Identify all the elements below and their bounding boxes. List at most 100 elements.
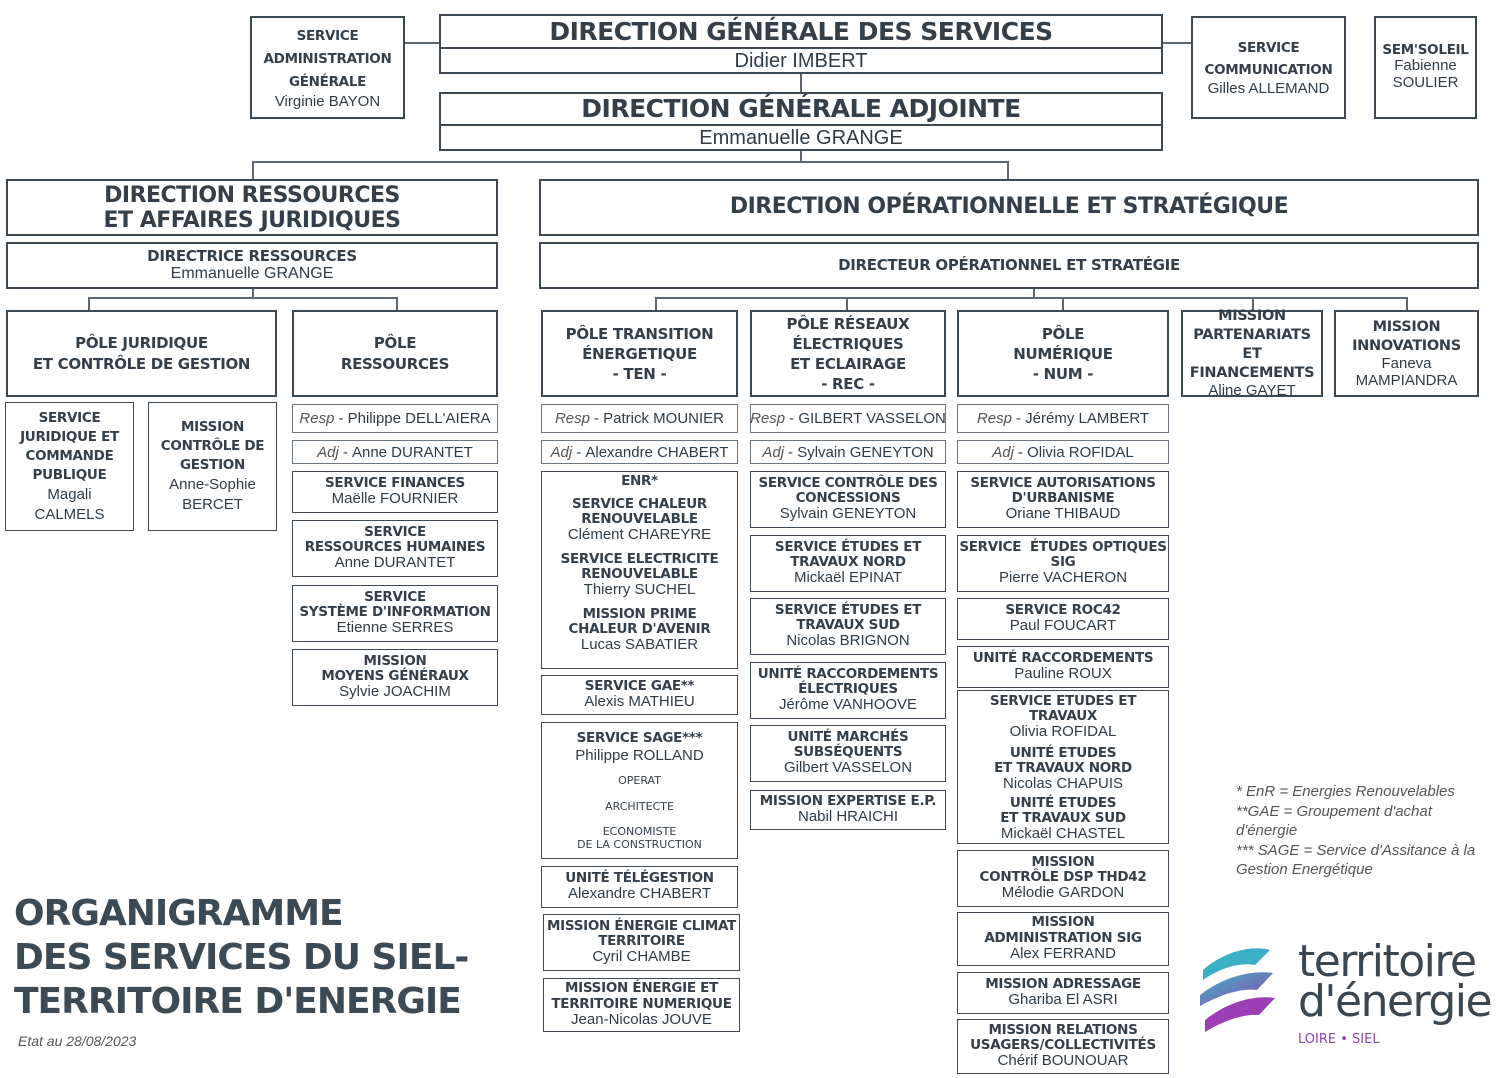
- roc42-name: Paul FOUCART: [1009, 617, 1117, 635]
- sem-soleil-title: SEM'SOLEIL: [1382, 42, 1469, 59]
- service-comm-title: SERVICE COMMUNICATION: [1204, 40, 1333, 79]
- marches-name: Gilbert VASSELON: [783, 759, 913, 777]
- concessions-name: Sylvain GENEYTON: [779, 505, 917, 523]
- admin-sig-t1: MISSION: [1031, 914, 1095, 931]
- service-juridique-t2: JURIDIQUE ET: [20, 428, 119, 445]
- pole-num-title2: NUMÉRIQUE: [1013, 344, 1113, 363]
- directrice-ressources-name: Emmanuelle GRANGE: [170, 264, 334, 282]
- connector: [846, 297, 848, 311]
- resp-label: Resp: [299, 410, 335, 427]
- climat-t1: MISSION ÉNERGIE CLIMAT: [547, 917, 736, 934]
- mission-climat-box: MISSION ÉNERGIE CLIMAT TERRITOIRE Cyril …: [543, 914, 740, 971]
- service-gae-box: SERVICE GAE** Alexis MATHIEU: [541, 675, 738, 715]
- connector: [1033, 288, 1035, 298]
- mission-dsp-box: MISSION CONTRÔLE DSP THD42 Mélodie GARDO…: [957, 850, 1169, 907]
- num-resp-name: Jérémy LAMBERT: [1025, 410, 1150, 427]
- logo-mark-icon: [1200, 948, 1275, 1032]
- mission-controle-n2: BERCET: [182, 496, 243, 513]
- marches-t2: SUBSÉQUENTS: [793, 744, 903, 761]
- footnote-gae: **GAE = Groupement d'achat d'énergie: [1236, 802, 1432, 840]
- service-admin-title: SERVICE ADMINISTRATION GÉNÉRALE: [263, 27, 392, 90]
- pole-rec-title2: ÉLECTRIQUES: [792, 334, 904, 353]
- service-urbanisme-box: SERVICE AUTORISATIONS D'URBANISME Oriane…: [957, 471, 1169, 528]
- chaleur-name: Clément CHAREYRE: [567, 526, 712, 544]
- direction-ressources-box: DIRECTION RESSOURCES ET AFFAIRES JURIDIQ…: [6, 179, 498, 236]
- pole-rec-box: PÔLE RÉSEAUX ÉLECTRIQUES ET ECLAIRAGE - …: [750, 310, 946, 397]
- service-si-t2: SYSTÈME D'INFORMATION: [299, 604, 491, 621]
- service-juridique-box: SERVICE JURIDIQUE ET COMMANDE PUBLIQUE M…: [5, 402, 134, 531]
- etudes-nord-t1: SERVICE ÉTUDES ET: [774, 538, 922, 555]
- adressage-title: MISSION ADRESSAGE: [985, 976, 1141, 993]
- et-name: Olivia ROFIDAL: [1009, 723, 1117, 741]
- etudes-sud-name: Nicolas BRIGNON: [786, 632, 910, 650]
- direction-ressources-title2: ET AFFAIRES JURIDIQUES: [103, 207, 402, 233]
- connector: [655, 297, 1408, 299]
- service-rh-t2: RESSOURCES HUMAINES: [304, 539, 486, 556]
- climat-t2: TERRITOIRE: [598, 933, 685, 950]
- elec-t1: SERVICE ELECTRICITE: [560, 551, 719, 568]
- adj-label: Adj: [317, 443, 339, 461]
- direction-operationnelle-title: DIRECTION OPÉRATIONNELLE ET STRATÉGIQUE: [729, 194, 1289, 220]
- et-sud-t1: UNITÉ ETUDES: [1009, 794, 1117, 811]
- climat-name: Cyril CHAMBE: [592, 948, 691, 966]
- optiques-name: Pierre VACHERON: [998, 569, 1128, 587]
- rec-resp-row: Resp- GILBERT VASSELON: [750, 404, 946, 433]
- rec-resp-name: GILBERT VASSELON: [798, 410, 946, 427]
- partenariats-t3: FINANCEMENTS: [1189, 365, 1315, 382]
- service-admin-box: SERVICE ADMINISTRATION GÉNÉRALE Virginie…: [250, 16, 405, 119]
- dsp-name: Mélodie GARDON: [1001, 884, 1125, 902]
- mission-partenariats-box: MISSION PARTENARIATS ET FINANCEMENTS Ali…: [1181, 308, 1323, 399]
- directeur-operationnel-title: DIRECTEUR OPÉRATIONNEL ET STRATÉGIE: [838, 256, 1180, 275]
- prime-t2: CHALEUR D'AVENIR: [568, 621, 711, 638]
- footnote-enr: * EnR = Energies Renouvelables: [1236, 783, 1455, 800]
- concessions-t2: CONCESSIONS: [795, 490, 901, 507]
- service-sage-box: SERVICE SAGE*** Philippe ROLLAND OPERAT …: [541, 722, 738, 859]
- elec-t2: RENOUVELABLE: [581, 566, 698, 583]
- num-adj-name: Olivia ROFIDAL: [1027, 443, 1134, 461]
- expertise-name: Nabil HRAICHI: [797, 808, 899, 826]
- mission-expertise-box: MISSION EXPERTISE E.P. Nabil HRAICHI: [750, 790, 946, 830]
- service-juridique-t3: COMMANDE: [25, 447, 114, 464]
- innovations-t1: MISSION: [1372, 318, 1441, 335]
- adressage-name: Ghariba El ASRI: [1008, 991, 1118, 1009]
- page-title-line1: ORGANIGRAMME: [14, 893, 344, 934]
- resp-label: Resp: [976, 410, 1012, 427]
- innovations-n1: Faneva: [1381, 354, 1432, 372]
- mission-controle-box: MISSION CONTRÔLE DE GESTION Anne-Sophie …: [148, 402, 277, 531]
- directeur-operationnel-box: DIRECTEUR OPÉRATIONNEL ET STRATÉGIE: [539, 242, 1479, 289]
- service-comm-box: SERVICE COMMUNICATION Gilles ALLEMAND: [1191, 16, 1346, 119]
- connector: [252, 161, 1008, 163]
- mission-controle-n1: Anne-Sophie: [169, 476, 256, 493]
- adj-label: Adj: [992, 443, 1014, 461]
- service-juridique-n2: CALMELS: [34, 505, 105, 523]
- sem-soleil-name1: Fabienne: [1394, 57, 1457, 75]
- gae-title: SERVICE GAE**: [584, 678, 695, 695]
- etudes-nord-t2: TRAVAUX NORD: [790, 554, 906, 571]
- et-nord-t1: UNITÉ ETUDES: [1009, 745, 1117, 762]
- unite-telegestion-box: UNITÉ TÉLÉGESTION Alexandre CHABERT: [541, 866, 738, 908]
- relations-t1: MISSION RELATIONS: [988, 1021, 1138, 1038]
- ten-adj-row: Adj- Alexandre CHABERT: [541, 440, 738, 464]
- date-label: Etat au 28/08/2023: [18, 1033, 137, 1049]
- et-sud-t2: ET TRAVAUX SUD: [1000, 810, 1126, 827]
- dga-title: DIRECTION GÉNÉRALE ADJOINTE: [581, 94, 1021, 123]
- pole-ressources-box: PÔLE RESSOURCES: [292, 310, 498, 397]
- service-admin-name: Virginie BAYON: [274, 92, 381, 110]
- urbanisme-name: Oriane THIBAUD: [1005, 505, 1121, 523]
- mission-moyens-name: Sylvie JOACHIM: [339, 683, 451, 701]
- elec-name: Thierry SUCHEL: [583, 581, 696, 599]
- connector: [404, 42, 440, 44]
- racc-elec-t2: ÉLECTRIQUES: [798, 681, 898, 698]
- sage-name: Philippe ROLLAND: [575, 747, 704, 765]
- service-finances-name: Maëlle FOURNIER: [331, 490, 459, 508]
- num-resp-row: Resp- Jérémy LAMBERT: [957, 404, 1169, 433]
- mission-moyens-t2: MOYENS GÉNÉRAUX: [321, 668, 469, 685]
- mission-controle-t2: CONTRÔLE DE: [160, 438, 265, 454]
- pole-rec-title4: - REC -: [821, 374, 875, 393]
- mission-adressage-box: MISSION ADRESSAGE Ghariba El ASRI: [957, 972, 1169, 1014]
- connector: [88, 297, 90, 311]
- sage-s2: ARCHITECTE: [605, 799, 674, 813]
- service-si-name: Etienne SERRES: [336, 619, 454, 637]
- pole-num-box: PÔLE NUMÉRIQUE - NUM -: [957, 310, 1169, 397]
- urbanisme-t1: SERVICE AUTORISATIONS: [970, 474, 1156, 491]
